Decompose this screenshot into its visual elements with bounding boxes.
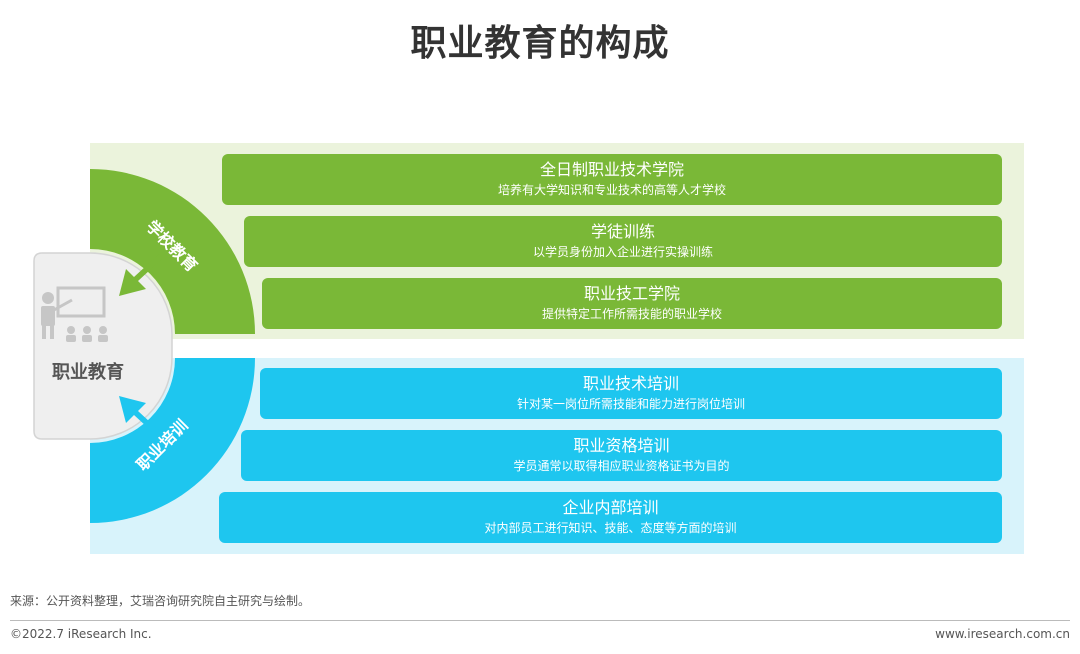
card-title: 职业技术培训: [582, 374, 679, 393]
source-note: 来源：公开资料整理，艾瑞咨询研究院自主研究与绘制。: [10, 594, 311, 608]
footer-divider: [10, 620, 1070, 621]
card-desc: 提供特定工作所需技能的职业学校: [541, 307, 722, 321]
card-qualification-training: 职业资格培训 学员通常以取得相应职业资格证书为目的: [241, 430, 1002, 481]
teacher-classroom-icon: [41, 286, 108, 342]
card-title: 全日制职业技术学院: [539, 160, 684, 179]
card-title: 职业资格培训: [573, 436, 670, 455]
center-label: 职业教育: [52, 361, 124, 383]
card-fulltime-vocational-college: 全日制职业技术学院 培养有大学知识和专业技术的高等人才学校: [222, 154, 1002, 205]
card-technical-college: 职业技工学院 提供特定工作所需技能的职业学校: [262, 278, 1002, 329]
copyright: ©2022.7 iResearch Inc.: [10, 627, 152, 641]
school-education-arc: [90, 169, 255, 334]
card-internal-training: 企业内部培训 对内部员工进行知识、技能、态度等方面的培训: [219, 492, 1002, 543]
card-title: 职业技工学院: [583, 284, 680, 303]
card-desc: 对内部员工进行知识、技能、态度等方面的培训: [484, 521, 737, 535]
arrow-green: [119, 254, 163, 296]
card-title: 企业内部培训: [562, 498, 659, 517]
card-desc: 学员通常以取得相应职业资格证书为目的: [513, 459, 730, 473]
card-apprenticeship: 学徒训练 以学员身份加入企业进行实操训练: [244, 216, 1002, 267]
card-title: 学徒训练: [590, 222, 655, 241]
website-link[interactable]: www.iresearch.com.cn: [935, 627, 1070, 641]
center-shape: [33, 252, 173, 440]
card-desc: 培养有大学知识和专业技术的高等人才学校: [497, 183, 726, 197]
page-title: 职业教育的构成: [410, 23, 670, 64]
card-desc: 以学员身份加入企业进行实操训练: [532, 245, 713, 259]
card-skills-training: 职业技术培训 针对某一岗位所需技能和能力进行岗位培训: [260, 368, 1002, 419]
card-desc: 针对某一岗位所需技能和能力进行岗位培训: [516, 397, 745, 411]
arrow-blue: [119, 396, 163, 438]
vocational-training-arc: [90, 358, 255, 523]
